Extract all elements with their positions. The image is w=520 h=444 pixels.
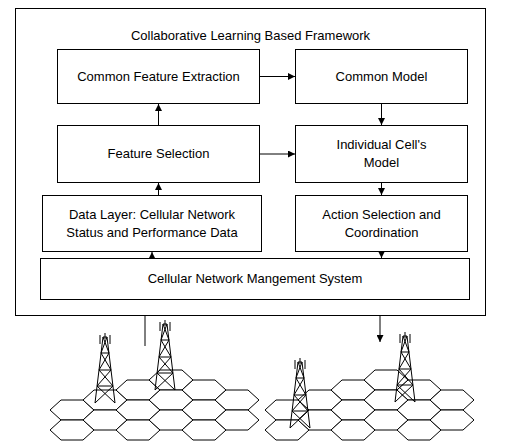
- connector-arrow: [158, 183, 159, 195]
- box-label: Common Model: [336, 68, 428, 86]
- tower-symbol: [155, 320, 175, 390]
- hexagon-cells-right: [265, 370, 474, 440]
- process-box: Cellular Network Mangement System: [40, 258, 470, 300]
- process-box: Common Model: [295, 49, 468, 104]
- hexagon-cell: [215, 410, 259, 430]
- connector-arrow: [158, 104, 159, 125]
- box-label: Cellular Network Mangement System: [148, 270, 363, 288]
- box-label: Individual Cell's Model: [324, 136, 439, 171]
- hexagon-cell: [430, 390, 474, 410]
- framework-title: Collaborative Learning Based Framework: [16, 27, 485, 45]
- process-box: Action Selection and Coordination: [295, 195, 468, 252]
- box-label: Feature Selection: [108, 145, 210, 163]
- connector-arrow: [260, 76, 295, 77]
- connector-arrow: [381, 252, 382, 258]
- process-box: Common Feature Extraction: [57, 49, 260, 104]
- connector-arrow: [381, 104, 382, 125]
- connector-arrow: [381, 183, 382, 195]
- box-label: Action Selection and Coordination: [316, 206, 447, 241]
- process-box: Individual Cell's Model: [295, 125, 468, 183]
- tower-symbol: [290, 358, 310, 428]
- process-box: Data Layer: Cellular Network Status and …: [42, 195, 262, 252]
- tower-symbol: [395, 332, 415, 402]
- hexagon-cell: [215, 390, 259, 410]
- box-label: Data Layer: Cellular Network Status and …: [51, 206, 253, 241]
- connector-arrow: [260, 154, 295, 155]
- hexagon-cells-left: [50, 370, 259, 440]
- connector-arrow: [152, 252, 153, 258]
- hexagon-cell: [430, 410, 474, 430]
- box-label: Common Feature Extraction: [77, 68, 240, 86]
- process-box: Feature Selection: [57, 125, 260, 183]
- cell-towers: [95, 320, 415, 428]
- framework-box: Collaborative Learning Based FrameworkCo…: [15, 8, 486, 316]
- tower-symbol: [95, 333, 115, 403]
